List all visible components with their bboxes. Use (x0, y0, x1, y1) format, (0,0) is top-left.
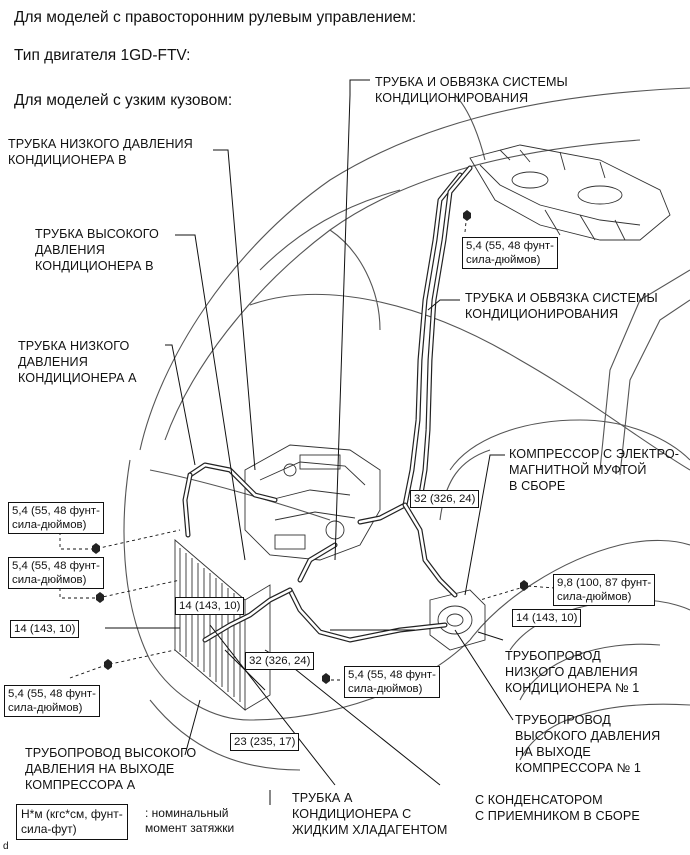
torque-pointers (59, 211, 556, 681)
header-rhd: Для моделей с правосторонним рулевым упр… (14, 9, 417, 26)
torque-box-32-mid: 32 (326, 24) (410, 490, 480, 508)
label-low-pressure-a: ТРУБКА НИЗКОГО ДАВЛЕНИЯ КОНДИЦИОНЕРА А (18, 339, 137, 385)
bolt-icon (322, 673, 330, 684)
bolt-icon (520, 580, 528, 591)
refrigerant-pipes (182, 165, 473, 643)
torque-box-98: 9,8 (100, 87 фунт- сила-дюймов) (553, 574, 656, 606)
label-ac-tube-mid: ТРУБКА И ОБВЯЗКА СИСТЕМЫ КОНДИЦИОНИРОВАН… (465, 291, 658, 321)
legend-unit-box: Н*м (кгс*см, фунт- сила-фут) (16, 804, 128, 840)
label-low-pipeline-1: ТРУБОПРОВОД НИЗКОГО ДАВЛЕНИЯ КОНДИЦИОНЕР… (505, 649, 640, 695)
label-condenser: С КОНДЕНСАТОРОМ С ПРИЕМНИКОМ В СБОРЕ (475, 793, 640, 823)
label-liquid-tube-a: ТРУБКА А КОНДИЦИОНЕРА С ЖИДКИМ ХЛАДАГЕНТ… (292, 791, 448, 837)
label-high-pipeline-1: ТРУБОПРОВОД ВЫСОКОГО ДАВЛЕНИЯ НА ВЫХОДЕ … (515, 713, 661, 775)
label-high-pipeline-a: ТРУБОПРОВОД ВЫСОКОГО ДАВЛЕНИЯ НА ВЫХОДЕ … (25, 746, 197, 792)
compressor (429, 589, 486, 651)
condenser-core (174, 539, 271, 711)
torque-box-left-3: 5,4 (55, 48 фунт- сила-дюймов) (4, 685, 100, 717)
torque-box-center-54: 5,4 (55, 48 фунт- сила-дюймов) (344, 666, 440, 698)
vehicle-outline (123, 87, 690, 771)
torque-box-32-center: 32 (326, 24) (245, 652, 315, 670)
engine-block (244, 444, 381, 561)
label-compressor-clutch: КОМПРЕССОР С ЭЛЕКТРО- МАГНИТНОЙ МУФТОЙ В… (509, 447, 680, 493)
torque-box-14-right: 14 (143, 10) (512, 609, 582, 627)
bolt-icon (463, 210, 471, 221)
torque-box-14-left: 14 (143, 10) (10, 620, 80, 638)
bolt-icon (96, 592, 104, 603)
header-body: Для моделей с узким кузовом: (14, 92, 233, 109)
label-low-pressure-b: ТРУБКА НИЗКОГО ДАВЛЕНИЯ КОНДИЦИОНЕРА В (8, 137, 193, 167)
label-ac-tube-top: ТРУБКА И ОБВЯЗКА СИСТЕМЫ КОНДИЦИОНИРОВАН… (375, 75, 568, 105)
torque-box-top: 5,4 (55, 48 фунт- сила-дюймов) (462, 237, 558, 269)
torque-box-23: 23 (235, 17) (230, 733, 300, 751)
corner-mark: d (3, 841, 9, 852)
legend-description: : номинальный момент затяжки (145, 806, 235, 835)
bolt-icon (92, 543, 100, 554)
leader-lines (105, 79, 514, 805)
label-high-pressure-b: ТРУБКА ВЫСОКОГО ДАВЛЕНИЯ КОНДИЦИОНЕРА В (35, 227, 159, 273)
torque-box-14-mid: 14 (143, 10) (175, 597, 245, 615)
hvac-unit (469, 144, 671, 241)
header-engine: Тип двигателя 1GD-FTV: (14, 47, 191, 64)
torque-box-left-2: 5,4 (55, 48 фунт- сила-дюймов) (8, 557, 104, 589)
bolt-icon (104, 659, 112, 670)
torque-box-left-1: 5,4 (55, 48 фунт- сила-дюймов) (8, 502, 104, 534)
